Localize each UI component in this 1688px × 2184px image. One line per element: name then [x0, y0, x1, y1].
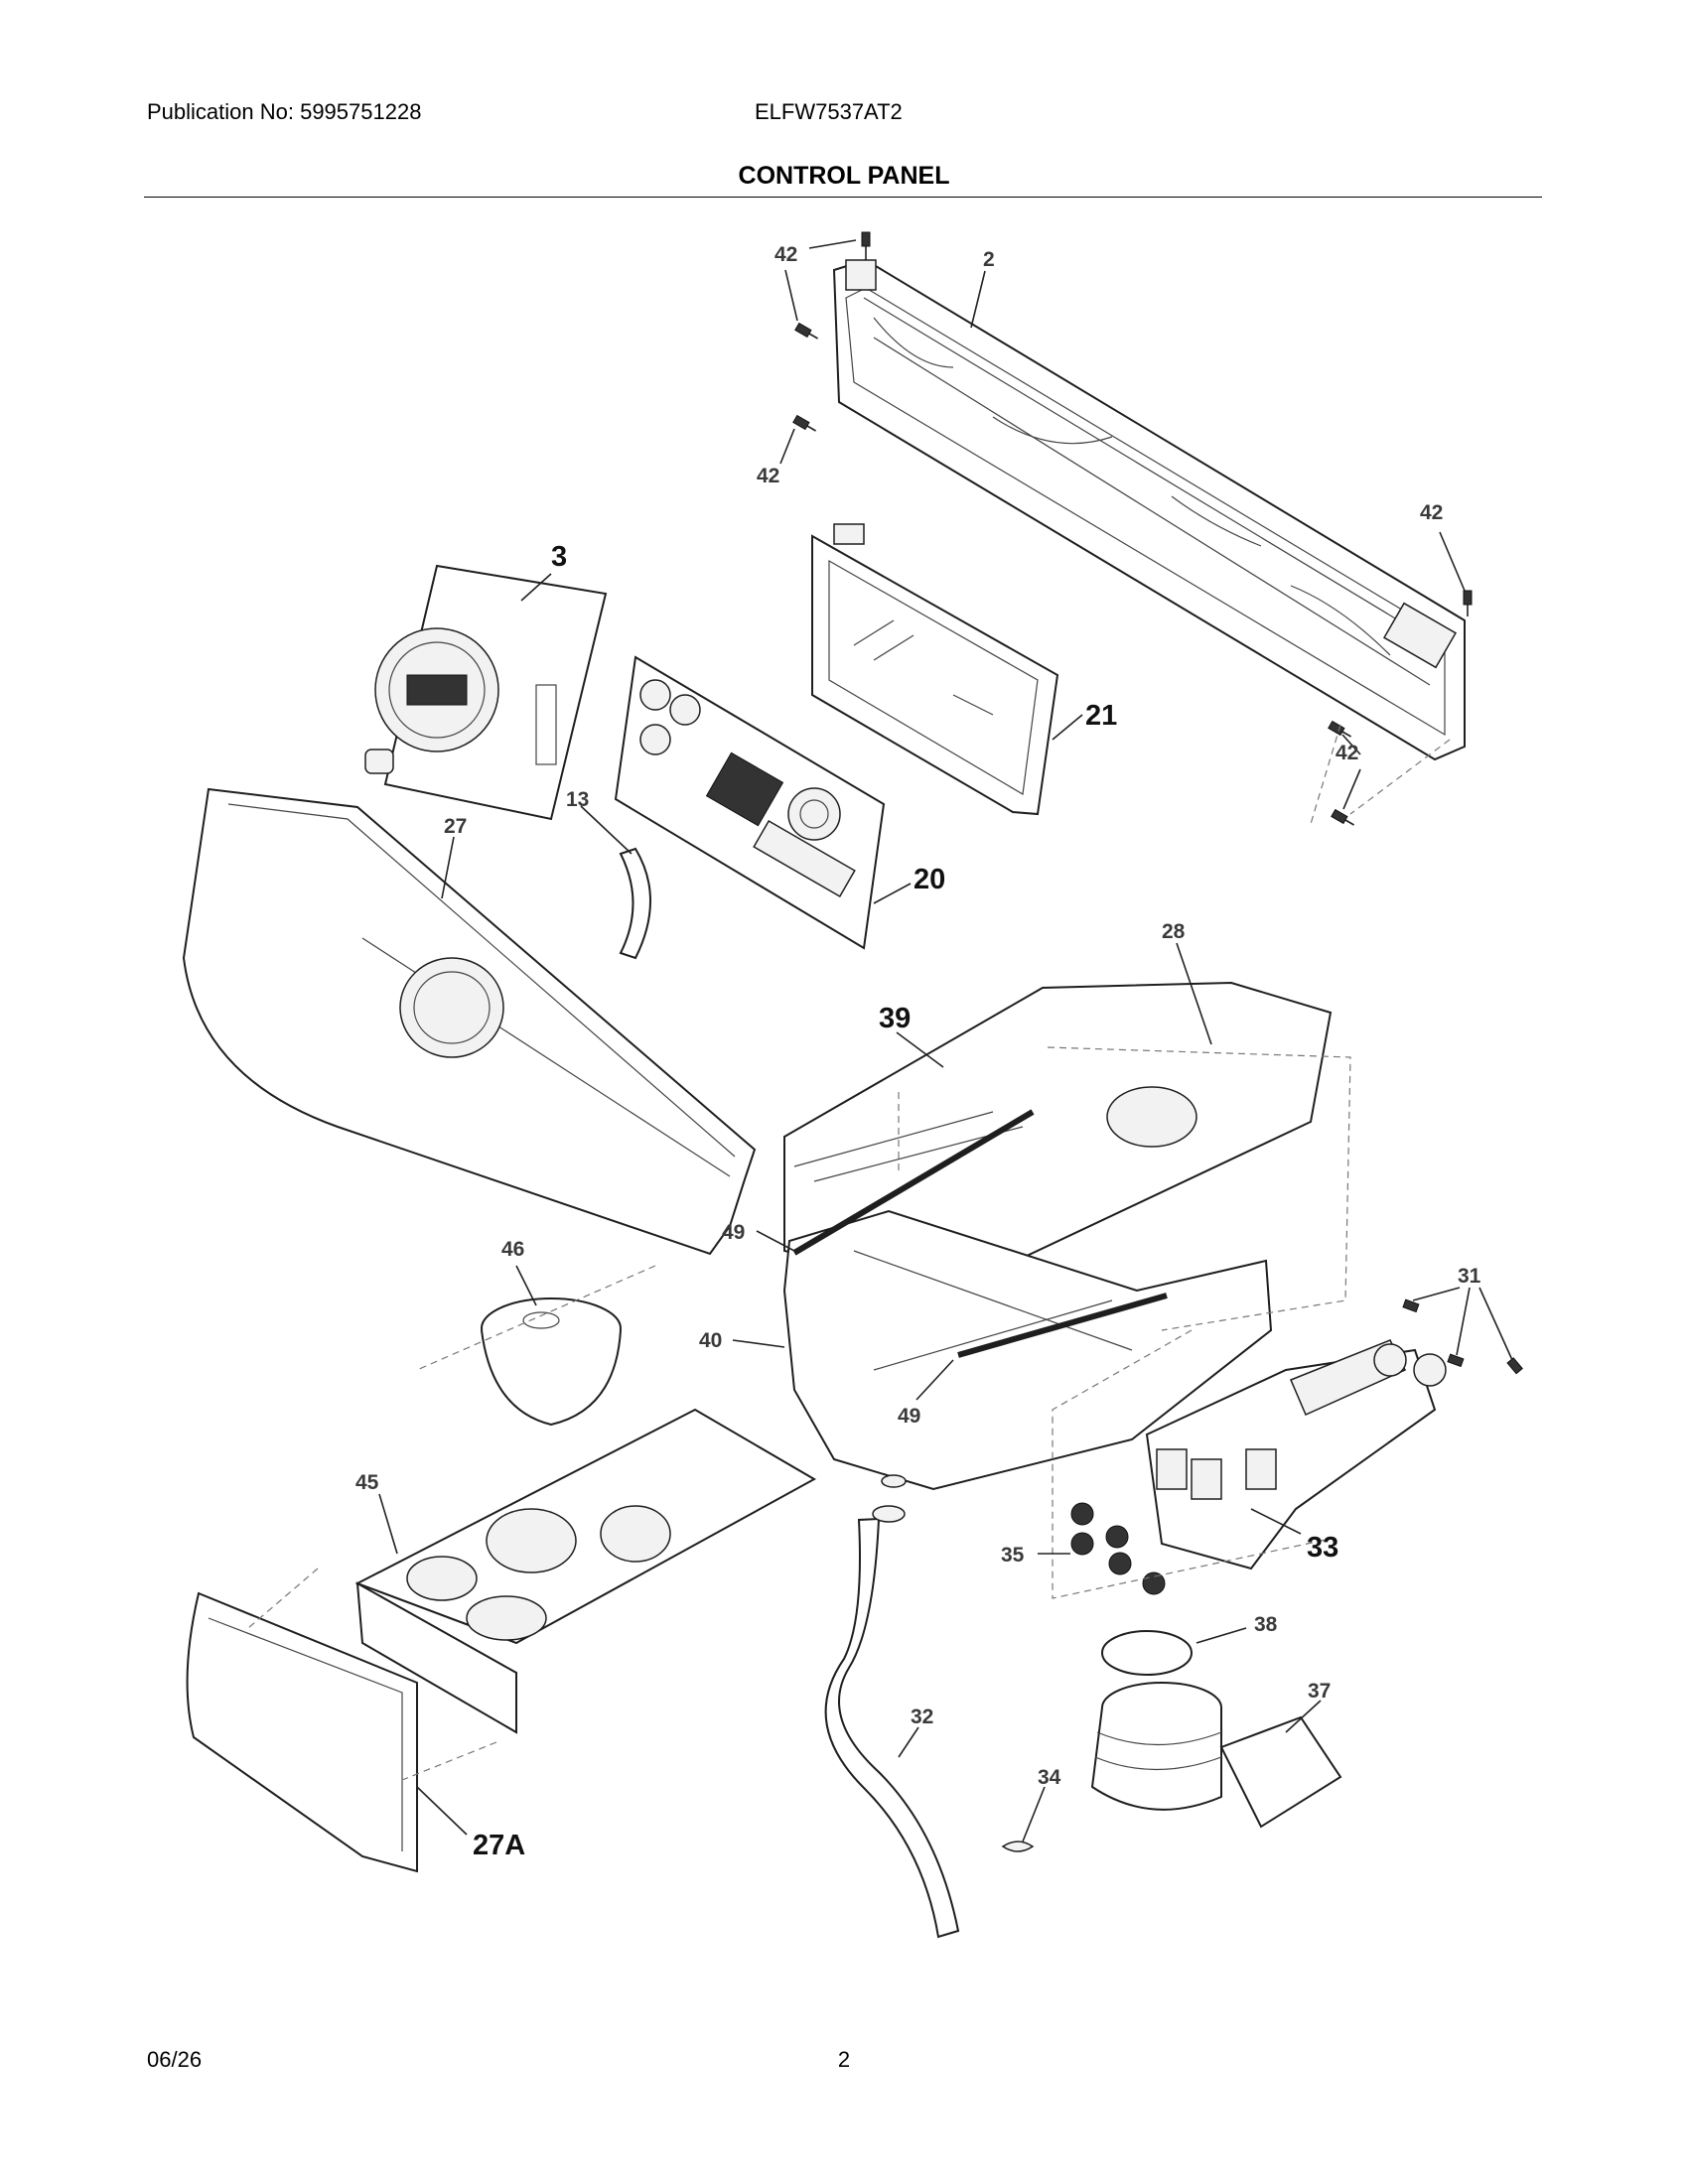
leader-lines — [378, 239, 1513, 1843]
part-42-screws — [792, 231, 1473, 826]
callout-49: 49 — [898, 1405, 920, 1428]
part-2-panel-bracket — [832, 258, 1466, 761]
part-34-clamp — [1001, 1841, 1035, 1852]
part-20-control-board — [614, 655, 886, 950]
part-37-bellows — [1090, 1682, 1342, 1829]
callout-28: 28 — [1162, 920, 1186, 943]
callout-45: 45 — [355, 1471, 379, 1494]
publication-number: Publication No: 5995751228 — [147, 99, 422, 124]
callout-42: 42 — [774, 243, 797, 266]
part-38-hose-clamp — [1101, 1630, 1193, 1676]
callout-31: 31 — [1458, 1265, 1481, 1288]
callout-37: 37 — [1308, 1680, 1331, 1703]
part-3-ui-board — [364, 564, 608, 821]
callout-21: 21 — [1085, 700, 1117, 732]
callout-42: 42 — [757, 465, 779, 487]
callout-49: 49 — [722, 1221, 745, 1244]
callout-labels: 42 2 42 42 42 3 21 13 27 20 28 39 46 49 … — [355, 243, 1481, 1861]
part-39-dispenser-cover — [783, 981, 1333, 1293]
part-27-console — [182, 787, 757, 1256]
part-46-siphon-cap — [481, 1297, 622, 1427]
assembly-guide-lines — [247, 724, 1451, 1783]
callout-40: 40 — [699, 1329, 722, 1352]
callout-34: 34 — [1038, 1766, 1061, 1789]
callout-42: 42 — [1336, 742, 1358, 764]
callout-35: 35 — [1001, 1544, 1025, 1567]
part-13-light-pipe — [619, 847, 651, 960]
callout-13: 13 — [566, 788, 589, 811]
callout-27: 27 — [444, 815, 467, 838]
part-27A-drawer-handle — [186, 1591, 418, 1873]
part-35-caps — [1070, 1502, 1166, 1595]
part-32-hose — [824, 1517, 960, 1939]
footer-date: 06/26 — [147, 2047, 203, 2072]
page-title: CONTROL PANEL — [738, 162, 950, 190]
callout-42: 42 — [1420, 501, 1443, 524]
callout-46: 46 — [501, 1238, 524, 1261]
callout-39: 39 — [879, 1003, 911, 1034]
model-number: ELFW7537AT2 — [755, 99, 903, 124]
hose-clamp-ring — [881, 1474, 907, 1488]
callout-27A: 27A — [473, 1830, 525, 1861]
callout-33: 33 — [1307, 1532, 1338, 1564]
part-33-water-valve — [1145, 1339, 1447, 1570]
callout-20: 20 — [914, 864, 945, 895]
callout-38: 38 — [1254, 1613, 1278, 1636]
title-divider — [144, 197, 1542, 198]
callout-3: 3 — [551, 541, 567, 573]
hose-top-end — [872, 1505, 906, 1523]
part-45-dispenser-drawer — [354, 1408, 817, 1734]
part-49-seal-strip-lower — [957, 1293, 1168, 1358]
callout-2: 2 — [983, 248, 995, 271]
page-number: 2 — [837, 2047, 851, 2072]
part-21-board-housing — [811, 523, 1059, 816]
part-40-dispenser-housing — [782, 1209, 1273, 1491]
part-31-screws — [1402, 1298, 1523, 1375]
part-49-seal-strip — [792, 1109, 1035, 1256]
callout-32: 32 — [911, 1706, 933, 1728]
